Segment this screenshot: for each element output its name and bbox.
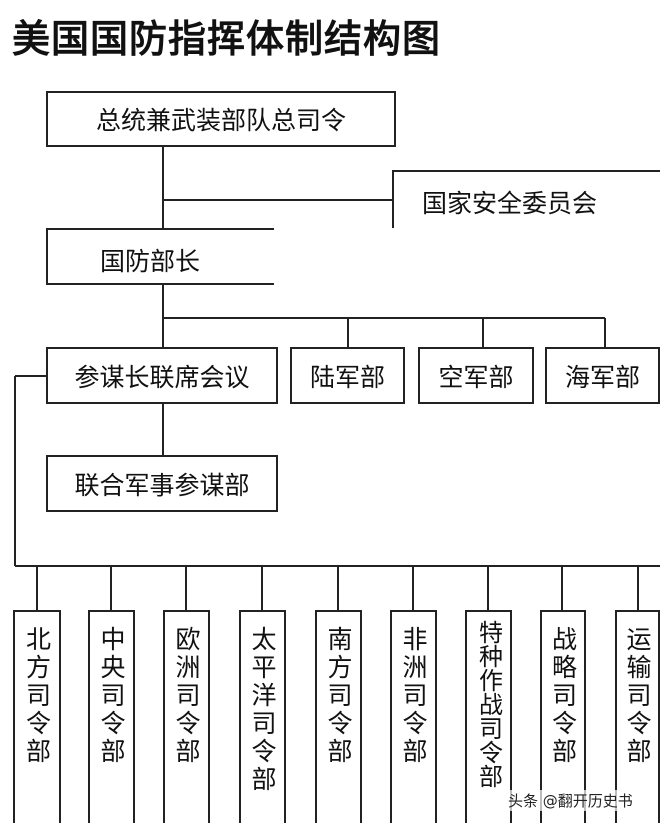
diagram-title: 美国国防指挥体制结构图 <box>12 17 442 61</box>
node-nsc-label: 国家安全委员会 <box>422 189 598 218</box>
node-air-force: 空军部 <box>418 347 534 404</box>
watermark: 头条 @翻开历史书 <box>508 790 633 811</box>
command-transportation: 运输司令部 <box>615 610 660 823</box>
command-africa-label: 非洲司令部 <box>399 626 428 766</box>
command-special-ops-label: 特种作战司令部 <box>474 620 503 788</box>
node-navy-label: 海军部 <box>564 362 640 392</box>
command-northern: 北方司令部 <box>13 610 61 823</box>
command-central-label: 中央司令部 <box>97 626 126 766</box>
node-president: 总统兼武装部队总司令 <box>46 91 396 147</box>
command-european: 欧洲司令部 <box>163 610 210 823</box>
node-jcs: 参谋长联席会议 <box>46 347 278 404</box>
node-army: 陆军部 <box>290 347 405 404</box>
command-strategic-label: 战略司令部 <box>548 626 578 766</box>
node-army-label: 陆军部 <box>309 362 385 392</box>
node-navy: 海军部 <box>545 347 660 404</box>
node-joint-staff: 联合军事参谋部 <box>46 455 278 512</box>
command-southern: 南方司令部 <box>315 610 362 823</box>
command-special-ops: 特种作战司令部 <box>465 610 512 823</box>
node-joint-staff-label: 联合军事参谋部 <box>74 470 250 500</box>
command-pacific-label: 太平洋司令部 <box>248 626 277 794</box>
node-nsc: 国家安全委员会 <box>392 170 660 228</box>
command-southern-label: 南方司令部 <box>324 626 353 766</box>
command-strategic: 战略司令部 <box>540 610 586 823</box>
node-air-force-label: 空军部 <box>438 362 514 392</box>
command-european-label: 欧洲司令部 <box>172 626 201 766</box>
command-pacific: 太平洋司令部 <box>239 610 286 823</box>
command-central: 中央司令部 <box>88 610 135 823</box>
node-secdef: 国防部长 <box>46 228 274 285</box>
node-jcs-label: 参谋长联席会议 <box>74 362 250 392</box>
command-transportation-label: 运输司令部 <box>623 626 652 766</box>
command-africa: 非洲司令部 <box>390 610 437 823</box>
node-secdef-label: 国防部长 <box>100 247 201 276</box>
command-northern-label: 北方司令部 <box>22 626 52 766</box>
node-president-label: 总统兼武装部队总司令 <box>95 106 346 135</box>
